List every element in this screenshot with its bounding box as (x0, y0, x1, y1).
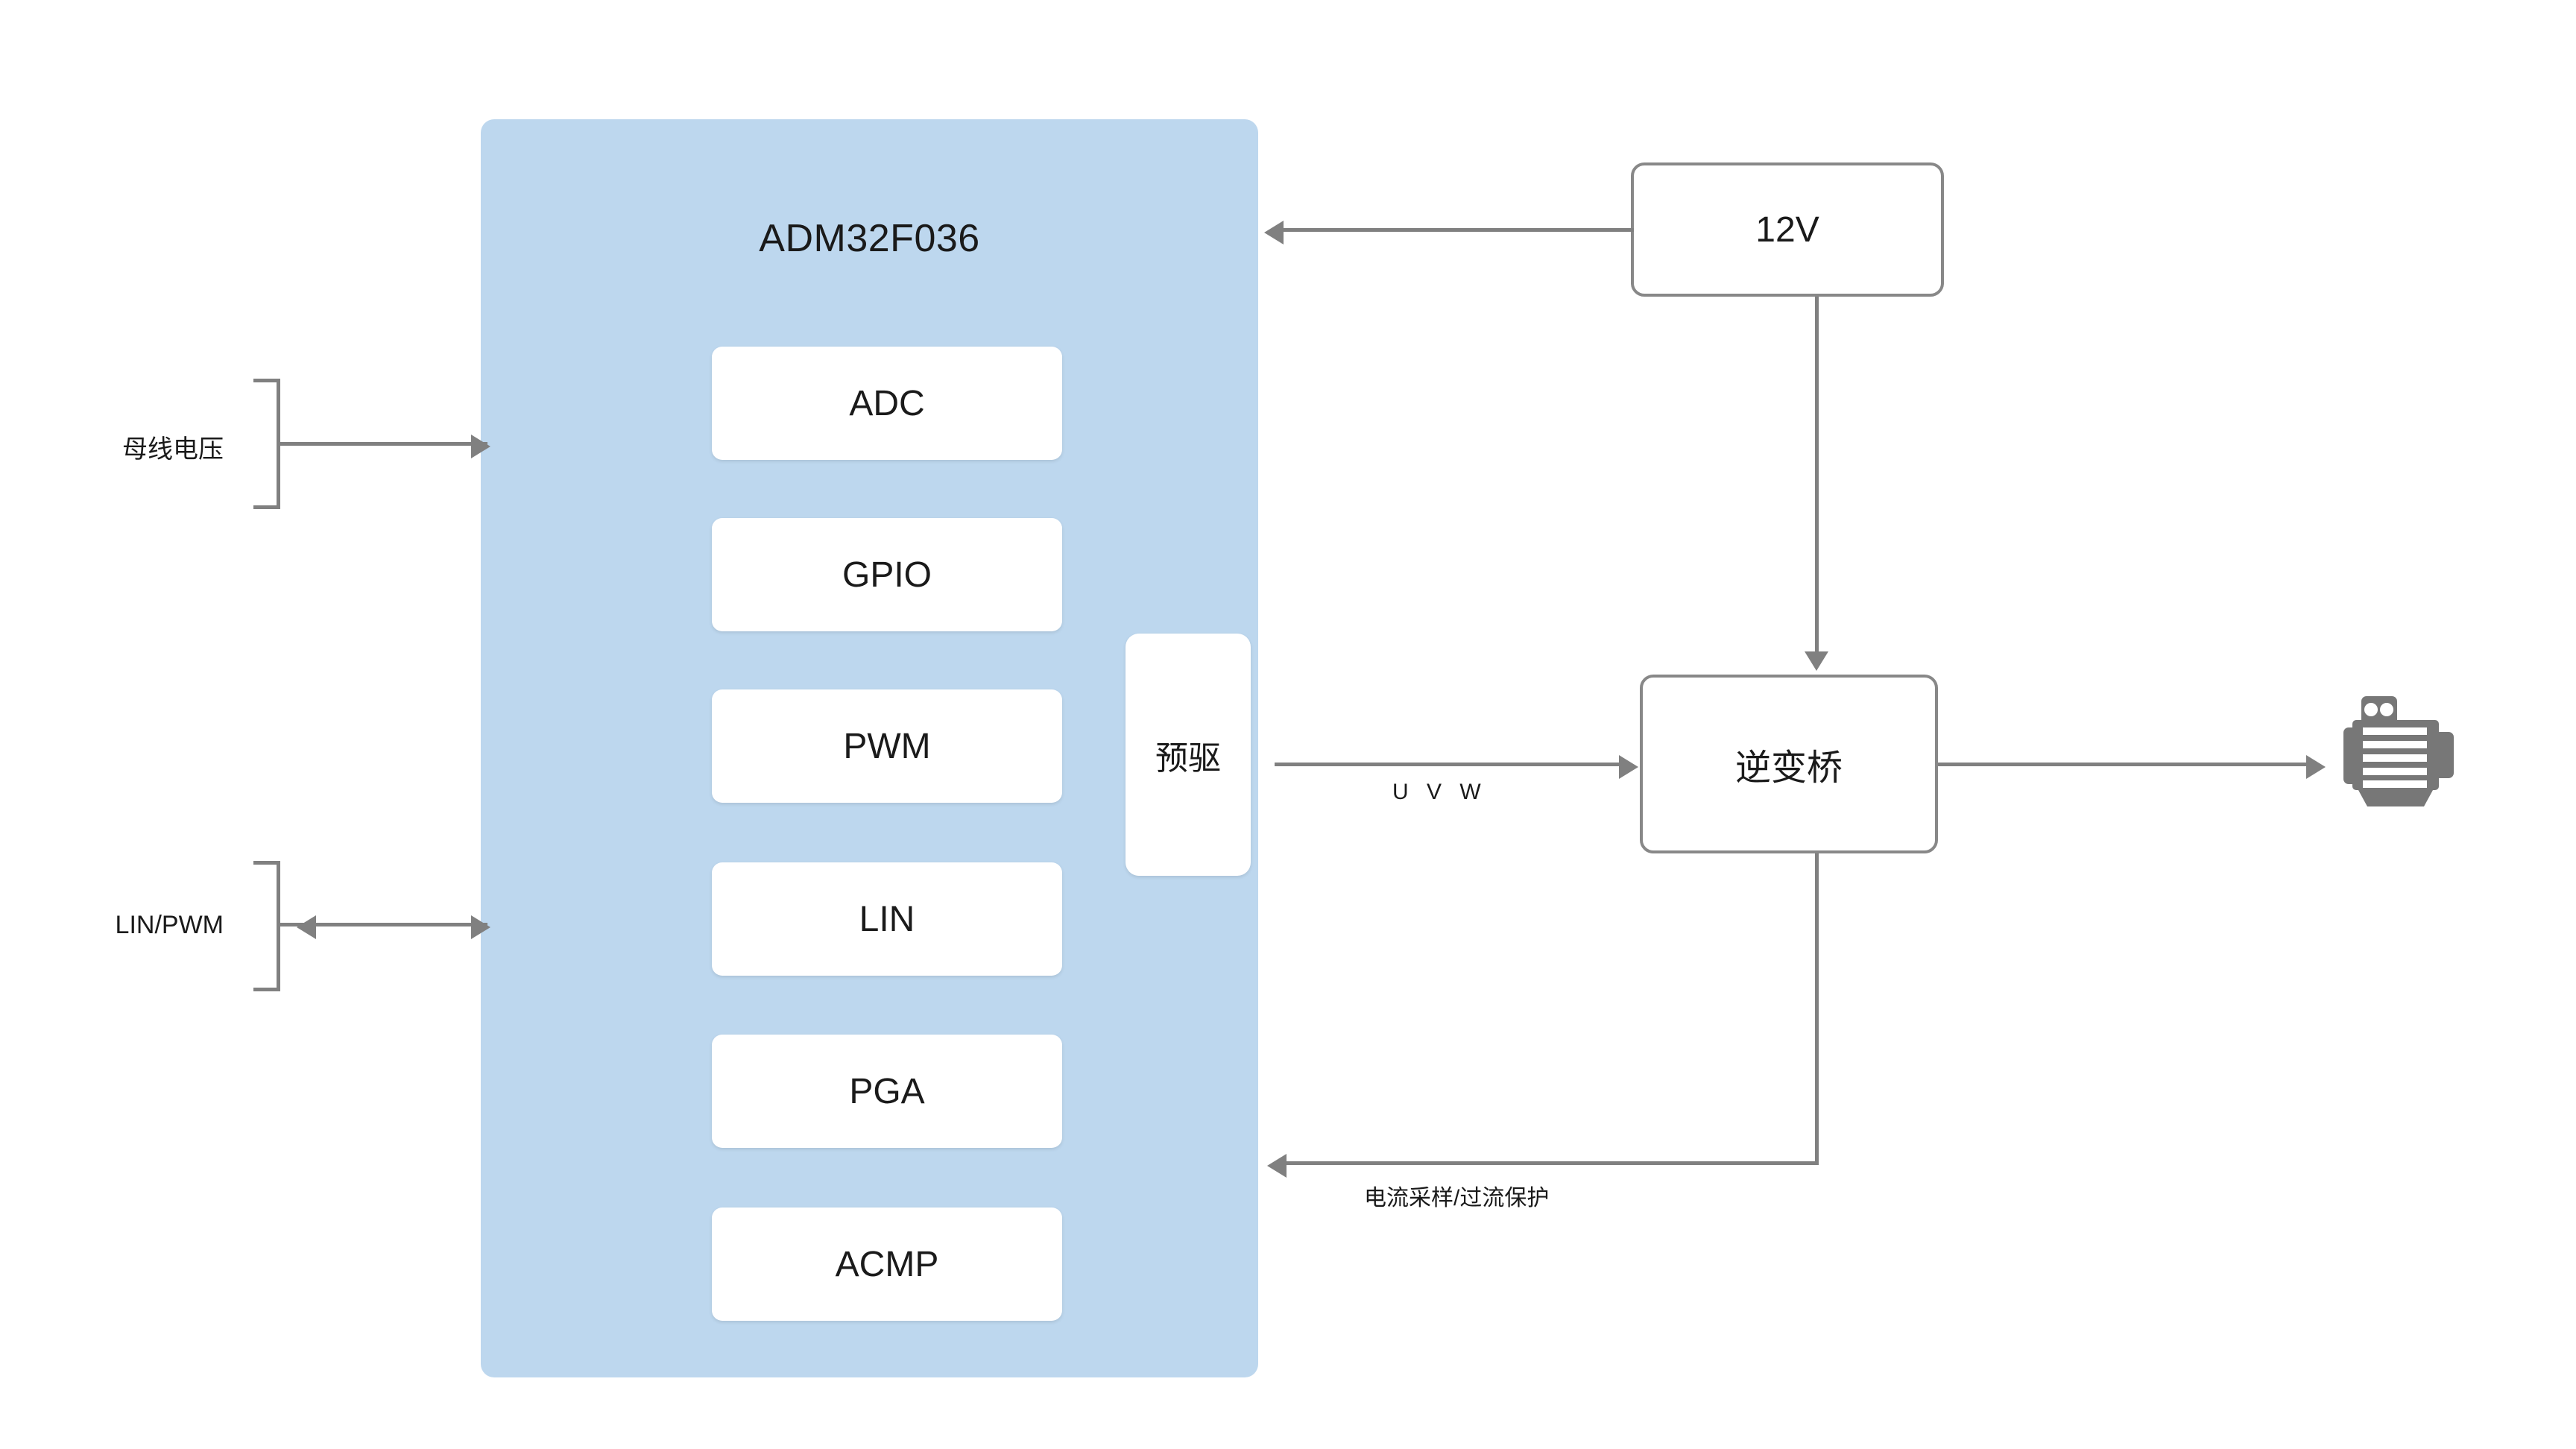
module-pwm[interactable]: PWM (712, 689, 1062, 803)
mcu-title: ADM32F036 (759, 217, 980, 260)
module-lin-label: LIN (859, 899, 915, 939)
lin-pwm-wire (279, 923, 487, 926)
module-gpio-label: GPIO (842, 555, 932, 595)
lin-pwm-arrowhead-left (297, 915, 316, 939)
bus-voltage-arrowhead (471, 435, 490, 458)
module-acmp-label: ACMP (835, 1244, 939, 1284)
module-predriver-label: 预驱 (1155, 739, 1221, 777)
module-adc[interactable]: ADC (712, 347, 1062, 460)
inverter-bridge-label: 逆变桥 (1734, 748, 1843, 788)
current-feedback-arrowhead (1267, 1154, 1287, 1178)
bus-voltage-bracket (253, 379, 280, 509)
bus-voltage-wire (279, 442, 487, 446)
current-feedback-label: 电流采样/过流保护 (1364, 1186, 1550, 1210)
inverter-to-motor-wire (1938, 763, 2308, 766)
lin-pwm-bracket (253, 861, 280, 991)
phase-output-wire (1275, 763, 1620, 766)
supply-to-mcu-wire (1284, 228, 1634, 232)
motor-icon (2340, 693, 2466, 820)
module-acmp[interactable]: ACMP (712, 1208, 1062, 1321)
module-pwm-label: PWM (843, 726, 931, 766)
current-feedback-wire-vertical (1815, 853, 1819, 1165)
module-pga-label: PGA (849, 1071, 925, 1111)
module-predriver[interactable]: 预驱 (1126, 634, 1251, 876)
supply-block-label: 12V (1755, 209, 1819, 250)
supply-to-inverter-arrowhead (1805, 651, 1828, 671)
module-lin[interactable]: LIN (712, 862, 1062, 976)
inverter-bridge-block[interactable]: 逆变桥 (1640, 675, 1938, 853)
supply-to-inverter-wire (1815, 297, 1819, 653)
supply-block-12v[interactable]: 12V (1631, 162, 1944, 297)
phase-output-label: U V W (1392, 780, 1487, 804)
module-adc-label: ADC (849, 383, 925, 423)
phase-output-arrowhead (1619, 755, 1638, 779)
module-gpio[interactable]: GPIO (712, 518, 1062, 631)
supply-to-mcu-arrowhead (1264, 221, 1284, 244)
module-pga[interactable]: PGA (712, 1035, 1062, 1148)
lin-pwm-label: LIN/PWM (115, 911, 224, 939)
current-feedback-wire-horizontal (1287, 1161, 1819, 1165)
inverter-to-motor-arrowhead (2306, 755, 2326, 779)
bus-voltage-label: 母线电压 (122, 435, 224, 464)
lin-pwm-arrowhead-right (471, 915, 490, 939)
